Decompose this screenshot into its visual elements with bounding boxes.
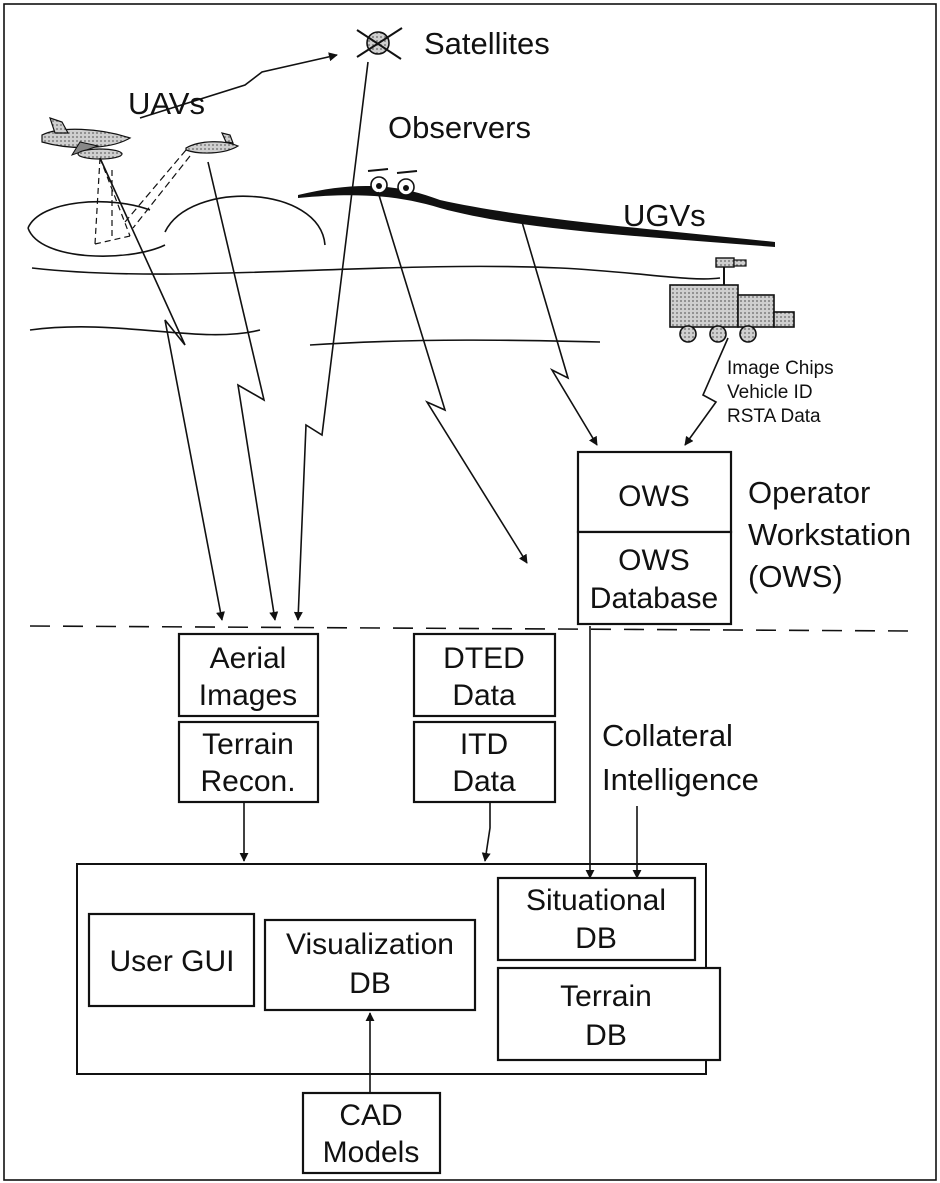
terrain-db-box — [496, 966, 722, 1062]
cad-models-line2: Models — [323, 1136, 420, 1169]
ugvs-label: UGVs — [623, 198, 706, 233]
ows-box-label: OWS — [618, 480, 690, 513]
visualization-db-line1: Visualization — [286, 928, 454, 961]
visualization-db-line2: DB — [349, 967, 391, 1000]
user-gui-label: User GUI — [109, 945, 234, 978]
situational-db-line1: Situational — [526, 884, 666, 917]
dted-data-line2: Data — [452, 679, 516, 712]
collateral-line1: Collateral — [602, 718, 733, 753]
terrain-recon-box — [177, 720, 320, 804]
ugv-data-image-chips: Image Chips — [727, 358, 834, 379]
terrain-db-line1: Terrain — [560, 980, 652, 1013]
ows-title-line2: Workstation — [748, 517, 911, 552]
ows-box — [576, 450, 733, 534]
terrain-recon-line1: Terrain — [202, 728, 294, 761]
terrain-lines — [27, 185, 775, 346]
dted-data-line1: DTED — [443, 642, 525, 675]
ugv-vehicle-icon — [669, 257, 795, 343]
itd-data-box — [412, 720, 557, 804]
ugv-data-rsta: RSTA Data — [727, 406, 821, 427]
uavs-label: UAVs — [128, 86, 205, 121]
link-ugv-to-ows — [684, 337, 729, 446]
observers-label: Observers — [388, 110, 531, 145]
ows-title-line1: Operator — [748, 475, 870, 510]
link-uav-to-satellite — [139, 52, 338, 119]
cad-models-box — [301, 1091, 442, 1175]
aerial-images-line2: Images — [199, 679, 297, 712]
terrain-db-line2: DB — [585, 1019, 627, 1052]
user-gui-box — [87, 912, 256, 1008]
link-uav-left-to-aerial — [99, 157, 225, 621]
satellites-label: Satellites — [424, 26, 550, 61]
link-observer-to-ows — [377, 191, 528, 564]
link-uav-right-to-aerial — [207, 161, 279, 621]
itd-data-line2: Data — [452, 765, 516, 798]
ows-title-line3: (OWS) — [748, 559, 843, 594]
communication-links — [99, 52, 729, 621]
itd-data-line1: ITD — [460, 728, 508, 761]
outer-frame — [3, 3, 937, 1181]
aerial-images-line1: Aerial — [210, 642, 287, 675]
dashed-divider — [29, 625, 911, 632]
visualization-db-box — [263, 918, 477, 1012]
collateral-line2: Intelligence — [602, 762, 759, 797]
uav-sensor-beams — [94, 149, 191, 245]
satellite-icon — [356, 27, 403, 60]
situational-db-line2: DB — [575, 922, 617, 955]
ows-database-line1: OWS — [618, 544, 690, 577]
ugv-data-vehicle-id: Vehicle ID — [727, 382, 813, 403]
system-input-arrows — [239, 626, 642, 879]
aerial-images-box — [177, 632, 320, 718]
terrain-recon-line2: Recon. — [200, 765, 295, 798]
uav-aircraft-icon-left — [41, 117, 132, 160]
ows-database-line2: Database — [590, 582, 718, 615]
ows-database-box — [576, 530, 733, 626]
cad-models-line1: CAD — [339, 1099, 402, 1132]
uav-aircraft-icon-right — [185, 132, 240, 154]
dted-data-box — [412, 632, 557, 718]
ridge-line — [298, 185, 775, 247]
observer-eyes-icon — [367, 168, 418, 196]
link-satellite-to-aerial — [293, 61, 369, 621]
situational-db-box — [496, 876, 697, 962]
link-ridge-to-ows — [521, 221, 598, 446]
